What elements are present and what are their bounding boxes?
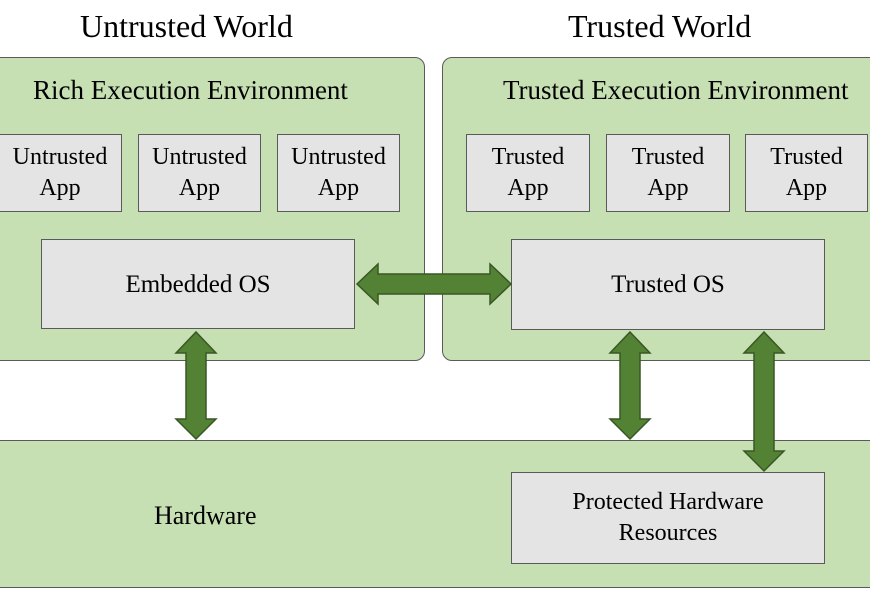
untrusted-app-box: Untrusted App — [0, 134, 122, 212]
app-label-line2: App — [785, 175, 828, 201]
vertical-double-arrow-trustedos-hardware — [608, 330, 652, 441]
untrusted-app-box: Untrusted App — [138, 134, 261, 212]
protected-hardware-label-line2: Resources — [618, 520, 718, 546]
trusted-app-box: Trusted App — [745, 134, 868, 212]
app-label-line1: Trusted — [491, 144, 565, 170]
horizontal-double-arrow — [355, 262, 513, 306]
trusted-world-title: Trusted World — [568, 8, 752, 44]
app-label-line2: App — [507, 175, 549, 201]
trusted-execution-environment-title: Trusted Execution Environment — [503, 75, 849, 105]
trusted-app-box: Trusted App — [466, 134, 590, 212]
hardware-label: Hardware — [154, 501, 257, 530]
app-label-line2: App — [647, 175, 689, 201]
app-label-line1: Untrusted — [152, 144, 247, 170]
app-label-line1: Trusted — [631, 144, 705, 170]
embedded-os-label: Embedded OS — [125, 270, 271, 298]
trusted-os-box: Trusted OS — [511, 239, 825, 330]
app-label-line2: App — [178, 175, 221, 201]
rich-execution-environment-title: Rich Execution Environment — [33, 75, 348, 105]
app-label-line2: App — [39, 175, 81, 201]
trusted-app-box: Trusted App — [606, 134, 730, 212]
app-label-line2: App — [317, 175, 360, 201]
untrusted-world-title: Untrusted World — [80, 8, 293, 44]
app-label-line1: Untrusted — [12, 144, 108, 170]
protected-hardware-label-line1: Protected Hardware — [572, 489, 764, 515]
trusted-os-label: Trusted OS — [611, 271, 725, 298]
app-label-line1: Untrusted — [291, 144, 386, 170]
vertical-double-arrow-trustedos-protected — [742, 330, 786, 473]
untrusted-app-box: Untrusted App — [277, 134, 400, 212]
protected-hardware-resources-box: Protected Hardware Resources — [511, 472, 825, 564]
embedded-os-box: Embedded OS — [41, 239, 355, 329]
app-label-line1: Trusted — [770, 144, 843, 170]
vertical-double-arrow-embedded-hardware — [174, 330, 218, 441]
